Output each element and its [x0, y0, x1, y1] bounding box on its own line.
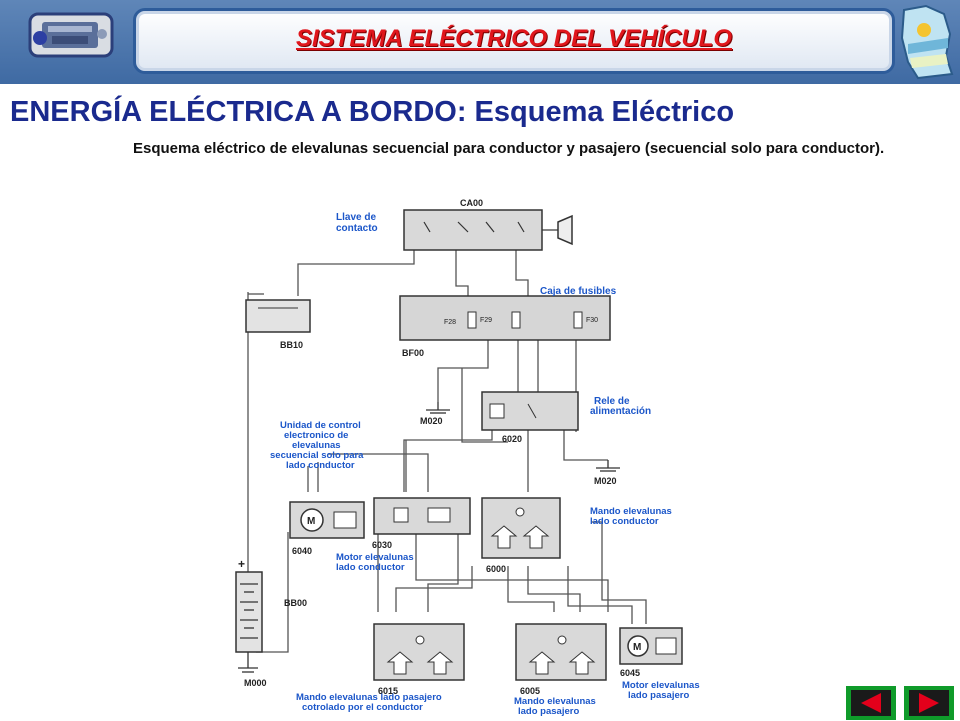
label-m020-a: M020 [420, 416, 443, 426]
svg-text:M: M [307, 516, 315, 527]
label-6030: 6030 [372, 540, 392, 550]
section-heading: ENERGÍA ELÉCTRICA A BORDO: Esquema Eléct… [10, 96, 735, 128]
label-mando-cond-1: Mando elevalunas [590, 506, 672, 517]
next-button[interactable] [904, 686, 954, 720]
label-caja-fusibles: Caja de fusibles [540, 286, 617, 297]
motor-6040: M [289, 501, 365, 539]
page-title: SISTEMA ELÉCTRICO DEL VEHÍCULO [295, 25, 733, 52]
switch-6015 [373, 623, 465, 681]
label-bb00: BB00 [284, 598, 307, 608]
map-logo-icon [900, 4, 954, 80]
label-bb10: BB10 [280, 340, 303, 350]
label-unidad-1: Unidad de control [280, 420, 361, 431]
fuse-box: F28 F29 F30 [399, 295, 611, 341]
switch-6005 [515, 623, 607, 681]
relay-6020 [481, 391, 579, 431]
engine-logo-icon [28, 12, 114, 58]
svg-text:+: + [238, 557, 245, 571]
label-f28: F28 [444, 319, 456, 326]
label-motor-cond-1: Motor elevalunas [336, 552, 414, 563]
label-6020: 6020 [502, 434, 522, 444]
label-motor-pas-1: Motor elevalunas [622, 680, 700, 691]
label-mando-pas-1: Mando elevalunas [514, 696, 596, 707]
ignition-switch: CA00 [403, 198, 573, 251]
header-bar: SISTEMA ELÉCTRICO DEL VEHÍCULO [0, 0, 960, 84]
control-unit-6030 [373, 497, 471, 535]
label-mando-pas-ctrl-1: Mando elevalunas lado pasajero [296, 692, 442, 703]
label-unidad-3: elevalunas [292, 440, 341, 451]
label-rele-2: alimentación [590, 406, 651, 417]
triangle-right-icon [919, 693, 939, 713]
label-ca00: CA00 [460, 198, 483, 208]
label-6005: 6005 [520, 686, 540, 696]
label-unidad-4: secuencial solo para [270, 450, 364, 461]
title-banner: SISTEMA ELÉCTRICO DEL VEHÍCULO [133, 8, 895, 74]
label-llave-1: Llave de [336, 212, 376, 223]
label-unidad-5: lado conductor [286, 460, 355, 471]
switch-6000 [481, 497, 561, 559]
section-description: Esquema eléctrico de elevalunas secuenci… [133, 140, 885, 157]
label-motor-pas-2: lado pasajero [628, 690, 689, 701]
battery-bb00: + [235, 557, 263, 673]
label-llave-2: contacto [336, 223, 378, 234]
triangle-left-icon [861, 693, 881, 713]
svg-text:M: M [633, 642, 641, 653]
label-motor-cond-2: lado conductor [336, 562, 405, 573]
label-mando-pas-ctrl-2: cotrolado por el conductor [302, 702, 423, 713]
label-f29: F29 [480, 317, 492, 324]
label-f30: F30 [586, 317, 598, 324]
electrical-schematic: CA00 Llave de contacto F28 F29 F30 Caja … [235, 198, 700, 717]
label-6040: 6040 [292, 546, 312, 556]
label-unidad-2: electronico de [284, 430, 348, 441]
label-bf00: BF00 [402, 348, 424, 358]
label-6000: 6000 [486, 564, 506, 574]
ground-m020-left [426, 402, 450, 414]
label-6045: 6045 [620, 668, 640, 678]
label-rele-1: Rele de [594, 396, 630, 407]
label-6015: 6015 [378, 686, 398, 696]
ground-m020-right [596, 460, 620, 472]
label-m020-b: M020 [594, 476, 617, 486]
motor-6045: M [619, 627, 683, 665]
label-mando-pas-2: lado pasajero [518, 706, 579, 717]
battery-box-bb10 [245, 299, 311, 333]
prev-button[interactable] [846, 686, 896, 720]
label-mando-cond-2: lado conductor [590, 516, 659, 527]
label-m000: M000 [244, 678, 267, 688]
